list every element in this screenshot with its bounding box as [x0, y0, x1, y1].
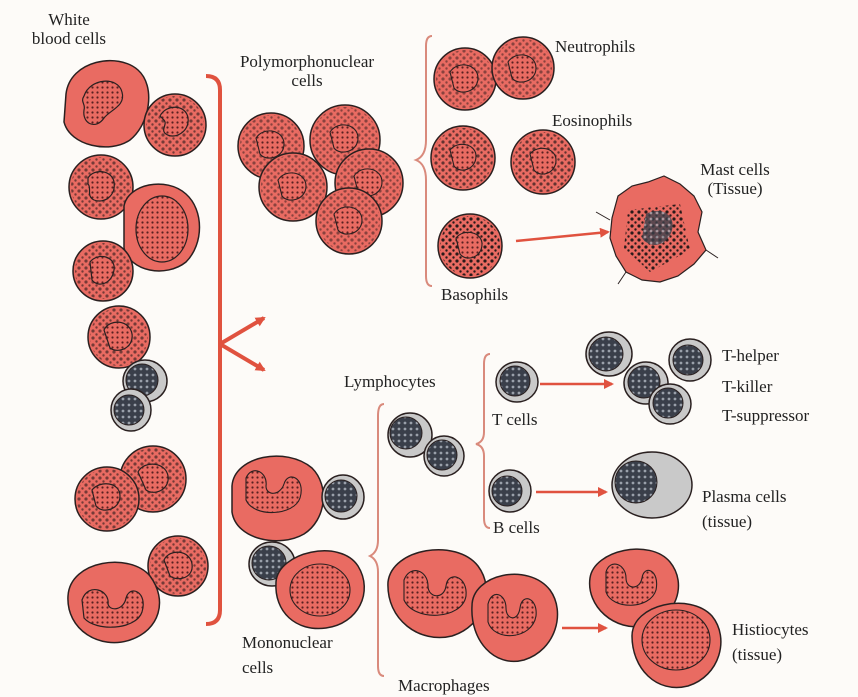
poly-label: Polymorphonuclear cells [222, 52, 392, 90]
lymphocyte-pair [388, 413, 464, 476]
t-cells-label: T cells [492, 410, 537, 429]
wbc-label-line2: blood cells [14, 29, 124, 48]
t-suppressor-label: T-suppressor [722, 406, 809, 425]
histiocytes-label-line2: (tissue) [732, 645, 809, 664]
wbc-label-line1: White [14, 10, 124, 29]
macrophage-cells [388, 550, 558, 662]
mast-cells-label-line2: (Tissue) [690, 179, 780, 198]
t-cell [496, 362, 538, 402]
b-cells-label: B cells [493, 518, 540, 537]
macrophages-label: Macrophages [398, 676, 490, 695]
t-helper-label: T-helper [722, 346, 779, 365]
histiocyte-cells [590, 549, 721, 687]
poly-label-line1: Polymorphonuclear [222, 52, 392, 71]
wbc-cell [64, 61, 149, 147]
polymorphonuclear-cluster [238, 105, 403, 254]
t-subset-cells [586, 332, 711, 424]
eosinophils-label: Eosinophils [552, 111, 632, 130]
mast-cells-label-line1: Mast cells [690, 160, 780, 179]
basophil-cell [438, 214, 502, 278]
left-wbc-cells [64, 61, 208, 643]
lymphocytes-label: Lymphocytes [344, 372, 436, 391]
wbc-cell [73, 241, 133, 301]
mast-cells-label: Mast cells (Tissue) [690, 160, 780, 198]
wbc-cell [75, 467, 139, 531]
granulocyte-cell [316, 188, 382, 254]
neutrophils-label: Neutrophils [555, 37, 635, 56]
mono-brace [370, 404, 384, 676]
plasma-cells-label-line1: Plasma cells [702, 487, 787, 506]
histiocytes-label-line1: Histiocytes [732, 620, 809, 639]
basophil-to-mast-arrow [516, 232, 608, 241]
mononuclear-label-line1: Mononuclear [242, 633, 333, 652]
wbc-lymphocyte [111, 389, 151, 431]
poly-label-line2: cells [222, 71, 392, 90]
mononuclear-label: Mononuclear cells [242, 633, 333, 677]
plasma-cells-label-line2: (tissue) [702, 512, 787, 531]
b-cell [489, 470, 531, 512]
t-killer-label: T-killer [722, 377, 772, 396]
mononuclear-cluster [232, 456, 364, 628]
neutrophil-cells [434, 37, 554, 110]
wbc-label: White blood cells [14, 10, 124, 48]
basophils-label: Basophils [441, 285, 508, 304]
granulocyte-cell [259, 153, 327, 221]
wbc-monocyte [68, 562, 160, 642]
plasma-cell [612, 452, 692, 518]
wbc-cell [144, 94, 206, 156]
wbc-cell [124, 184, 200, 271]
mononuclear-label-line2: cells [242, 658, 333, 677]
poly-brace [416, 36, 432, 286]
lymph-brace [476, 354, 490, 528]
histiocytes-label: Histiocytes (tissue) [732, 620, 809, 664]
eosinophil-cells [431, 126, 575, 194]
plasma-cells-label: Plasma cells (tissue) [702, 487, 787, 531]
wbc-cell [88, 306, 150, 368]
